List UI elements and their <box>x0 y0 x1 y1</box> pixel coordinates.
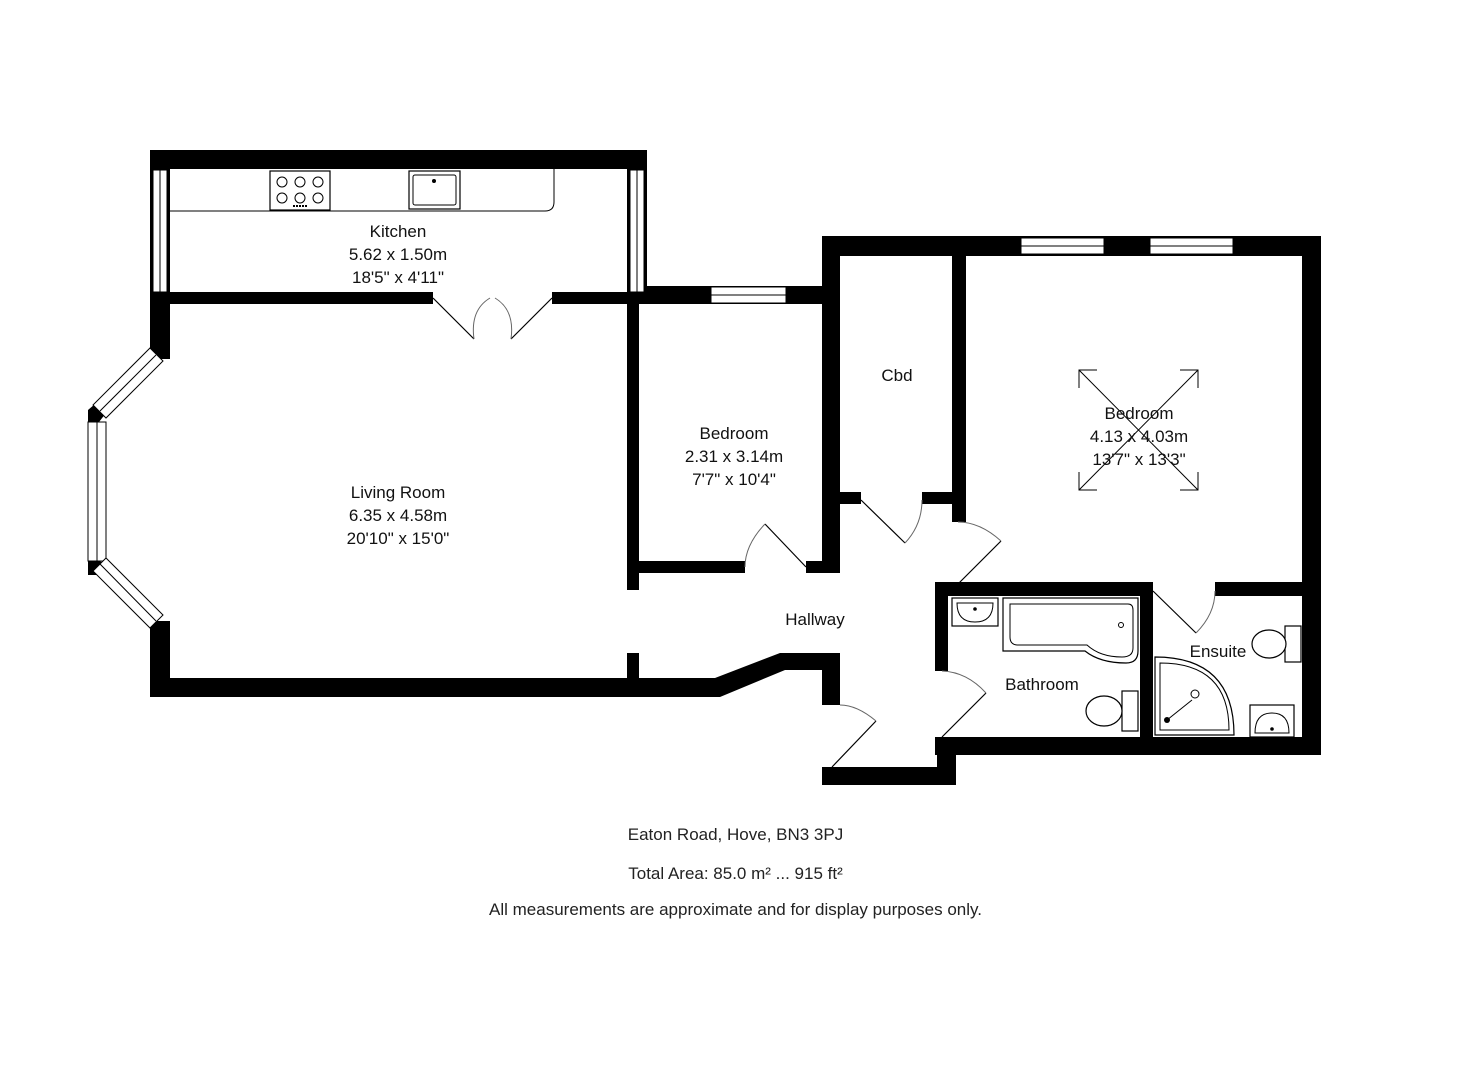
main-bedroom-walls <box>1215 236 1321 755</box>
living-room-metric: 6.35 x 4.58m <box>349 506 447 525</box>
main-bedroom-door <box>957 521 1002 585</box>
main-bedroom-name: Bedroom <box>1105 404 1174 423</box>
bathroom-door <box>941 670 987 738</box>
disclaimer: All measurements are approximate and for… <box>489 900 982 919</box>
ensuite-name: Ensuite <box>1190 642 1247 661</box>
main-bedroom-windows <box>1020 237 1234 255</box>
hallway-name: Hallway <box>785 610 845 629</box>
entrance-door <box>831 704 877 768</box>
kitchen-double-door <box>432 297 553 340</box>
cupboard-name: Cbd <box>881 366 912 385</box>
shower-icon <box>1154 656 1235 736</box>
ensuite-basin-icon <box>1249 704 1295 738</box>
living-room-imperial: 20'10" x 15'0" <box>347 529 450 548</box>
bathroom-basin-icon <box>951 597 999 627</box>
ensuite-toilet-icon <box>1251 625 1302 663</box>
bathtub-icon <box>1002 597 1139 664</box>
small-bedroom-imperial: 7'7" x 10'4" <box>692 470 776 489</box>
skylight-icon <box>1078 369 1199 491</box>
bay-windows <box>87 347 164 629</box>
main-bedroom-metric: 4.13 x 4.03m <box>1090 427 1188 446</box>
kitchen-walls <box>150 150 840 304</box>
small-bedroom-door <box>744 523 807 568</box>
kitchen-sink-icon <box>408 170 461 210</box>
small-bedroom-metric: 2.31 x 3.14m <box>685 447 783 466</box>
kitchen-worktop <box>170 169 555 212</box>
kitchen-imperial: 18'5" x 4'11" <box>352 268 444 287</box>
cupboard-door <box>860 499 923 544</box>
kitchen-windows <box>152 169 645 293</box>
kitchen-name: Kitchen <box>370 222 427 241</box>
living-room-walls <box>88 296 840 697</box>
total-area: Total Area: 85.0 m² ... 915 ft² <box>628 864 843 883</box>
bathroom-toilet-icon <box>1085 690 1139 732</box>
bathroom-walls <box>935 582 1321 755</box>
hallway-walls <box>822 670 956 785</box>
small-bedroom-name: Bedroom <box>700 424 769 443</box>
ensuite-door <box>1152 590 1216 634</box>
small-bedroom-window <box>710 286 787 304</box>
kitchen-metric: 5.62 x 1.50m <box>349 245 447 264</box>
hob-icon <box>269 170 331 211</box>
small-bedroom-walls <box>639 236 840 573</box>
living-room-name: Living Room <box>351 483 446 502</box>
bathroom-name: Bathroom <box>1005 675 1079 694</box>
main-bedroom-imperial: 13'7" x 13'3" <box>1092 450 1185 469</box>
property-address: Eaton Road, Hove, BN3 3PJ <box>627 825 844 844</box>
